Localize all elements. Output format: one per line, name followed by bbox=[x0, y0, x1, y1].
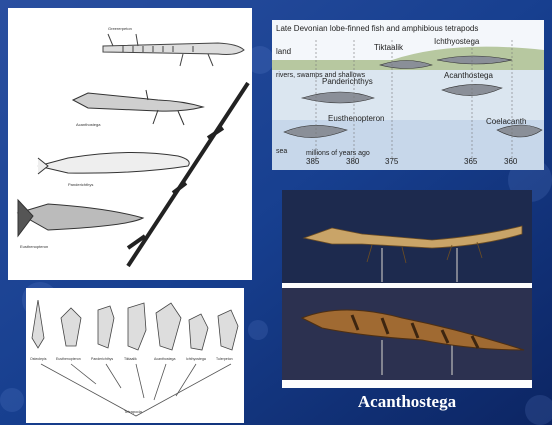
taxon-tiktaalik: Tiktaalik bbox=[374, 43, 404, 52]
limb-bone-icons bbox=[32, 300, 238, 350]
eusthenopteron-icon bbox=[18, 200, 143, 236]
timeline-title: Late Devonian lobe-finned fish and amphi… bbox=[276, 24, 478, 33]
limb-label-4: Tiktaalik bbox=[124, 357, 137, 361]
tick-365: 365 bbox=[464, 157, 478, 166]
cladogram-figure: Greererpeton Acanthostega Panderichthys … bbox=[8, 8, 252, 280]
label-eusthenopteron: Eusthenopteron bbox=[20, 244, 48, 249]
acanthostega-photo bbox=[282, 190, 532, 388]
limb-label-3: Panderichthys bbox=[91, 357, 113, 361]
zone-land: land bbox=[276, 47, 291, 56]
label-panderichthys: Panderichthys bbox=[68, 182, 93, 187]
tree-root-label: Tetrapoda bbox=[124, 409, 143, 414]
label-tetrapod: Greererpeton bbox=[108, 26, 132, 31]
taxon-ichthyostega: Ichthyostega bbox=[434, 37, 480, 46]
taxon-acanthostega: Acanthostega bbox=[444, 71, 493, 80]
tick-360: 360 bbox=[504, 157, 518, 166]
tick-385: 385 bbox=[306, 157, 320, 166]
taxon-eusthenopteron: Eusthenopteron bbox=[328, 114, 385, 123]
taxon-coelacanth: Coelacanth bbox=[486, 117, 526, 126]
tick-375: 375 bbox=[385, 157, 399, 166]
limb-figure: Osteolepis Eusthenopteron Panderichthys … bbox=[26, 288, 244, 423]
limb-label-2: Eusthenopteron bbox=[56, 357, 81, 361]
devonian-timeline-panel: Late Devonian lobe-finned fish and amphi… bbox=[272, 20, 544, 170]
limb-label-1: Osteolepis bbox=[30, 357, 47, 361]
timeline-figure: Late Devonian lobe-finned fish and amphi… bbox=[272, 20, 544, 170]
limb-label-5: Acanthostega bbox=[154, 357, 175, 361]
limb-label-6: Ichthyostega bbox=[186, 357, 206, 361]
acanthostega-photo-panel bbox=[282, 190, 532, 388]
label-acanthostega: Acanthostega bbox=[76, 122, 101, 127]
cladogram-panel: Greererpeton Acanthostega Panderichthys … bbox=[8, 8, 252, 280]
slide-caption: Acanthostega bbox=[282, 392, 532, 412]
limb-comparison-panel: Osteolepis Eusthenopteron Panderichthys … bbox=[26, 288, 244, 423]
taxon-panderichthys: Panderichthys bbox=[322, 77, 373, 86]
limb-label-7: Tulerpeton bbox=[216, 357, 233, 361]
tetrapod-skeleton-icon bbox=[103, 34, 244, 66]
acanthostega-skeleton-icon bbox=[73, 90, 203, 125]
panderichthys-icon bbox=[38, 152, 189, 174]
zone-sea: sea bbox=[276, 148, 287, 155]
tick-380: 380 bbox=[346, 157, 360, 166]
axis-label: millions of years ago bbox=[306, 150, 370, 157]
